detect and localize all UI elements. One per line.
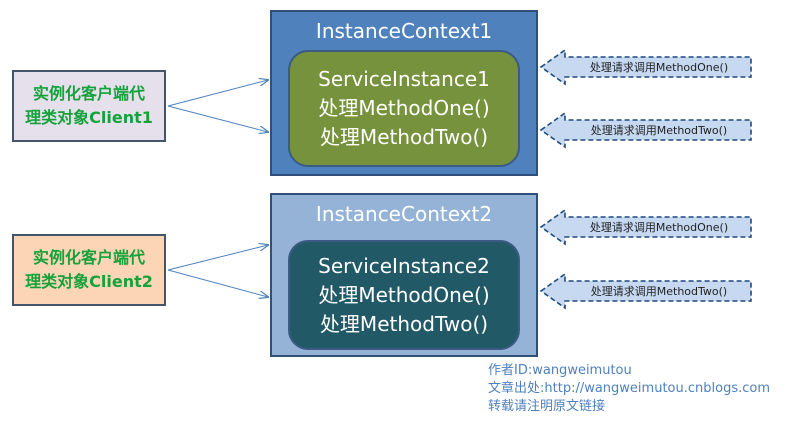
client2-line2: 理类对象Client2 xyxy=(25,272,153,291)
service-instance-2: ServiceInstance2 处理MethodOne() 处理MethodT… xyxy=(288,240,520,350)
client1-line1: 实例化客户端代 xyxy=(32,84,145,103)
service2-op1: 处理MethodOne() xyxy=(318,282,490,307)
request-arrow-1: 处理请求调用MethodOne() xyxy=(539,48,753,86)
request-3-label: 处理请求调用MethodOne() xyxy=(589,221,729,234)
service2-name: ServiceInstance2 xyxy=(318,253,490,278)
dashed-left-arrow-icon xyxy=(539,272,752,310)
context1-title: InstanceContext1 xyxy=(315,19,493,43)
dashed-left-arrow-icon xyxy=(539,48,752,86)
credits-notice: 转载请注明原文链接 xyxy=(488,399,606,414)
client1-box: 实例化客户端代 理类对象Client1 xyxy=(12,70,166,142)
credits-author: 作者ID:wangweimutou xyxy=(488,363,632,378)
dashed-left-arrow-icon xyxy=(539,208,752,246)
dashed-left-arrow-icon xyxy=(539,111,752,149)
credits-source: 文章出处:http://wangweimutou.cnblogs.com xyxy=(488,381,770,396)
service1-op1: 处理MethodOne() xyxy=(318,96,490,120)
request-arrow-2: 处理请求调用MethodTwo() xyxy=(539,111,753,149)
arrow-client2-lower xyxy=(167,269,268,297)
service1-name: ServiceInstance1 xyxy=(318,67,490,91)
request-4-label: 处理请求调用MethodTwo() xyxy=(590,285,728,298)
instance-context-1: InstanceContext1 ServiceInstance1 处理Meth… xyxy=(270,10,538,176)
arrow-client1-lower xyxy=(167,105,268,132)
client2-box: 实例化客户端代 理类对象Client2 xyxy=(12,234,166,306)
arrow-client2-upper xyxy=(167,245,268,271)
request-arrow-4: 处理请求调用MethodTwo() xyxy=(539,272,753,310)
client1-line2: 理类对象Client1 xyxy=(25,108,153,127)
request-arrow-3: 处理请求调用MethodOne() xyxy=(539,208,753,246)
request-1-label: 处理请求调用MethodOne() xyxy=(589,61,729,74)
service2-op2: 处理MethodTwo() xyxy=(319,311,489,336)
service1-op2: 处理MethodTwo() xyxy=(319,125,489,149)
credits: 作者ID:wangweimutou 文章出处:http://wangweimut… xyxy=(488,362,770,416)
instance-context-2: InstanceContext2 ServiceInstance2 处理Meth… xyxy=(270,193,538,357)
service-instance-1: ServiceInstance1 处理MethodOne() 处理MethodT… xyxy=(288,50,520,167)
request-2-label: 处理请求调用MethodTwo() xyxy=(590,124,728,137)
client2-line1: 实例化客户端代 xyxy=(32,248,145,267)
arrow-client1-upper xyxy=(167,80,268,107)
context2-title: InstanceContext2 xyxy=(315,202,493,226)
